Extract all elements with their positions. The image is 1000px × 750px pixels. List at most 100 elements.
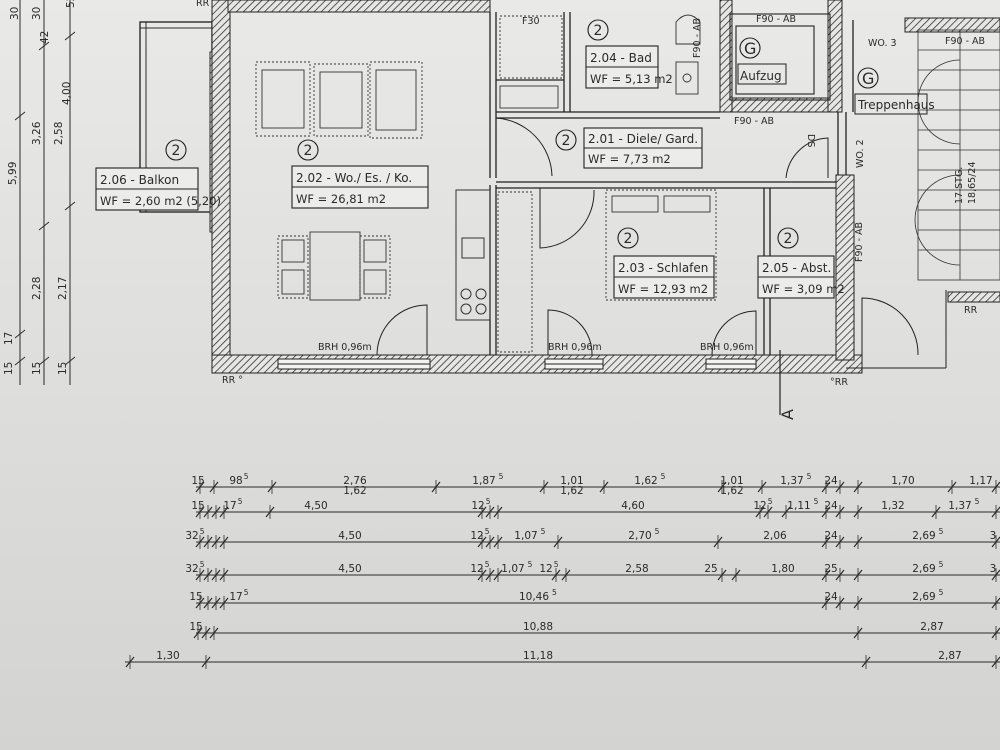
room-marker-circle [297,139,319,161]
staircase [914,29,1000,281]
left-dimension-value: 15 [3,362,15,375]
dimension-value: 2,69 [912,530,935,542]
dimension-value: 15 [189,621,202,633]
left-dimension-value: 17 [3,332,15,345]
dimension-value: 1,17 [969,475,992,487]
dimension-value: 2,58 [625,563,648,575]
f90-bad-label: F90 - AB [692,18,703,58]
left-dimension-value: 4,00 [61,82,73,105]
room-area: WF = 7,73 m2 [588,152,671,166]
dimension-value: 4,50 [338,530,361,542]
dimension-value: 1,80 [771,563,794,575]
room-name: 2.06 - Balkon [100,173,179,187]
room-name: 2.04 - Bad [590,51,652,65]
section-marker: A [778,409,797,420]
room-marker: 2 [304,143,313,159]
shared-marker-elevator: G [744,39,756,58]
dimension-value: 2,69 [912,563,935,575]
room-marker: 2 [172,143,181,159]
f90-diele-label: F90 - AB [734,116,774,127]
dimension-value: 1,37 [780,475,803,487]
dimension-value: 4,50 [304,500,327,512]
room-name: 2.01 - Diele/ Gard. [588,132,698,146]
dimension-value: 2,87 [938,650,961,662]
elevator-label: Aufzug [740,69,782,83]
dimension-value: 32 [185,563,198,575]
dimension-value: 1,07 [514,530,537,542]
dimension-value: 1,30 [156,650,179,662]
elevator [729,13,831,101]
shared-marker-circles [737,37,928,115]
dimension-value: 15 [189,591,202,603]
room-marker: 2 [624,231,633,247]
windows [277,358,757,370]
dimension-value-superscript: 5 [939,560,944,569]
wo2-label: WO. 2 [855,139,866,168]
left-dimension-value: 2,28 [31,277,43,300]
dimension-value-superscript: 5 [244,472,249,481]
dimension-value-superscript: 5 [814,497,819,506]
dimension-value: 10,46 [519,591,549,603]
f90-right-label: F90 - AB [854,222,865,262]
dimension-value-superscript: 5 [528,560,533,569]
room-area: WF = 2,60 m2 (5,20) [100,194,221,208]
dimension-value-superscript: 5 [485,560,490,569]
dimension-value: 1,62 [560,485,583,497]
stair-text-2: 18,65/24 [967,162,978,205]
dimension-chain: 1,30 11,18 2,87 [125,650,1000,663]
dimension-value: 1,37 [948,500,971,512]
stair-text-1: 17 STG. [954,167,965,204]
room-area: WF = 3,09 m2 [762,282,845,296]
wo3-label: WO. 3 [868,38,897,49]
dimension-value: 1,11 [787,500,810,512]
left-dimension-value: 30 [31,7,43,20]
room-name: 2.02 - Wo./ Es. / Ko. [296,171,412,185]
dimension-value: 12 [470,530,483,542]
dimension-value: 11,18 [523,650,553,662]
dimension-value: 1,32 [881,500,904,512]
dimension-value-superscript: 5 [939,527,944,536]
dimension-value-superscript: 5 [939,588,944,597]
room-name: 2.05 - Abst. [762,261,831,275]
left-dimension-value: 30 [9,7,21,20]
dimension-value: 4,60 [621,500,644,512]
rr-left-symbol: RR ° [222,375,243,386]
dimension-value-superscript: 5 [541,527,546,536]
dimension-value-superscript: 5 [554,560,559,569]
left-dimension-value: 2,58 [53,122,65,145]
room-marker-circle [587,19,609,41]
furniture-bedroom [497,189,717,353]
room-marker-circle [617,227,639,249]
left-dimension-value: 3,26 [31,121,43,145]
left-dimension-value: 52 [65,0,77,8]
dimension-value: 3 [990,530,997,542]
dimension-value-superscript: 5 [200,527,205,536]
dimension-value: 2,06 [763,530,787,542]
brh-bedroom: BRH 0,96m [548,342,602,353]
f30-label: F30 [522,16,540,27]
dimension-value: 15 [191,500,204,512]
doors [376,117,919,415]
room-name: 2.03 - Schlafen [618,261,708,275]
f90-top-right-label: F90 - AB [945,36,985,47]
room-label-abst: 2.05 - Abst.WF = 3,09 m22 [757,227,845,299]
room-marker: 2 [562,133,571,149]
rr-right-label: RR [964,305,978,316]
dimension-value: 2,76 [343,475,367,487]
dimension-value: 98 [229,475,242,487]
dimension-value: 10,88 [523,621,553,633]
dimension-value: 2,70 [628,530,651,542]
room-marker-circle [555,129,577,151]
room-label-diele: 2.01 - Diele/ Gard. WF = 7,73 m2 2 [555,127,703,169]
room-area: WF = 5,13 m2 [590,72,673,86]
bathroom-fixtures [499,14,701,109]
dimension-value: 1,62 [720,485,743,497]
